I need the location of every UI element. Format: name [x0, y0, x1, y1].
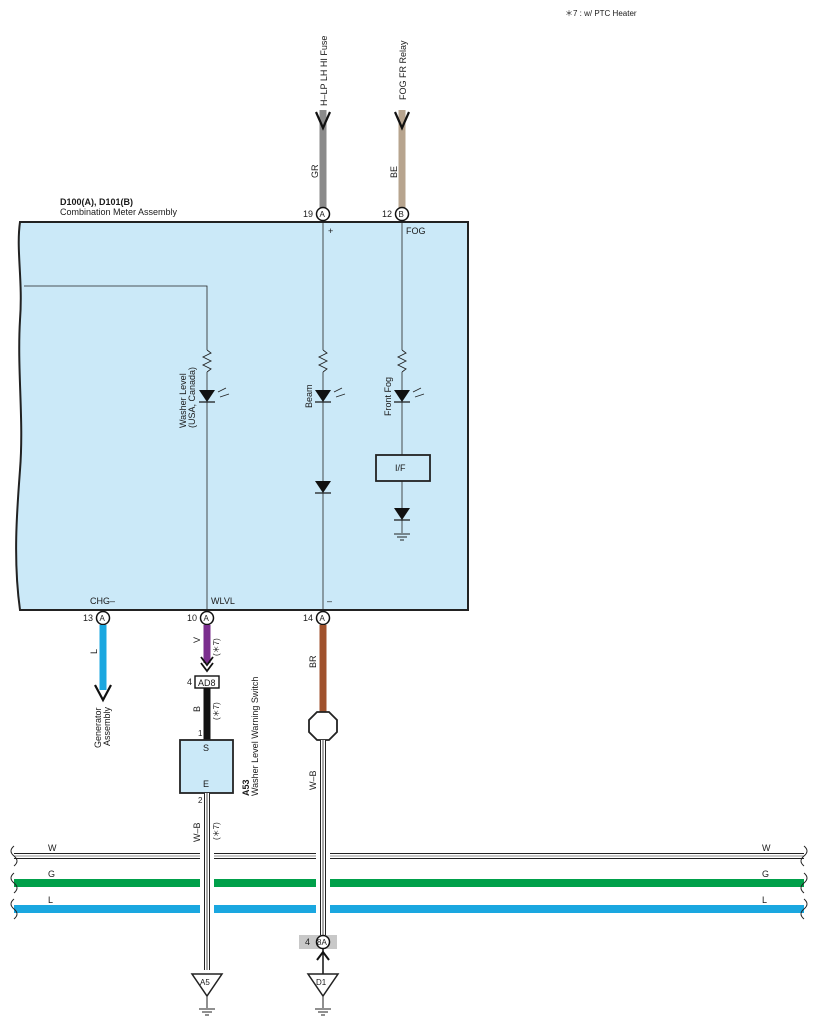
pin-14-connector[interactable]: [315, 610, 331, 626]
fog-diode: [394, 508, 410, 520]
ptc-note: ＊7 : w/ PTC Heater: [565, 9, 637, 18]
v-chevron-2-icon: [200, 662, 214, 673]
switch-pin-e: E: [203, 779, 209, 789]
star7-label-2: (＊7): [212, 702, 221, 720]
beam-diode: [315, 481, 331, 493]
ground-d1-icon: [314, 1008, 332, 1016]
hlp-arrow-icon: [314, 111, 332, 131]
pin-14-conn-letter: A: [320, 614, 326, 623]
if-box-label: I/F: [395, 463, 406, 473]
br-wire-label: BR: [308, 655, 318, 668]
combination-meter-body: [15, 221, 469, 611]
bus-g-label-right: G: [762, 869, 769, 879]
ground-d1[interactable]: [306, 973, 340, 998]
fog-relay-arrow-icon: [393, 111, 411, 131]
minus-pin-name: –: [327, 596, 332, 606]
pin-12-connector[interactable]: [394, 206, 410, 222]
switch-pin-s: S: [203, 743, 209, 753]
pin-19-number: 19: [303, 209, 313, 219]
b-wire-label: B: [192, 706, 202, 712]
ground-d1-label: D1: [316, 978, 327, 987]
bus-w-label-right: W: [762, 843, 771, 853]
bus-l-label-left: L: [48, 895, 53, 905]
bus-l-label-right: L: [762, 895, 767, 905]
pin-19-conn-letter: A: [320, 210, 326, 219]
if-box: [375, 454, 431, 482]
junction-pin: 4: [187, 677, 192, 687]
connector-8a[interactable]: [315, 934, 331, 950]
meter-connectors: D100(A), D101(B): [60, 197, 133, 207]
pin-19-connector[interactable]: [315, 206, 331, 222]
ground-a5[interactable]: [190, 973, 224, 998]
ground-wb-label: W–B: [308, 770, 318, 790]
bus-break-left-icons: [10, 845, 18, 920]
wlvl-pin-name: WLVL: [211, 596, 235, 606]
switch-pin-2: 2: [198, 796, 203, 805]
ad8-label: AD8: [198, 678, 216, 688]
pin-12-number: 12: [382, 209, 392, 219]
fog-led-rays: [412, 387, 425, 398]
pin-14-number: 14: [303, 613, 313, 623]
splice-point: [308, 711, 338, 741]
fog-resistor: [396, 349, 408, 373]
washer-led-rays: [217, 387, 230, 398]
pin-12-conn-letter: B: [399, 210, 404, 219]
washer-level-switch[interactable]: [179, 739, 234, 794]
star7-label-1: (＊7): [212, 638, 221, 656]
switch-id: A53: [241, 779, 251, 796]
generator-arrow-icon: [94, 684, 112, 703]
bus-break-right-icons: [800, 845, 808, 920]
gr-wire-label: GR: [310, 164, 320, 178]
be-wire-label: BE: [389, 166, 399, 178]
hlp-fuse-label: H–LP LH HI Fuse: [319, 36, 329, 106]
beam-led-rays: [333, 387, 346, 398]
washer-level-label: Washer Level: [178, 373, 188, 428]
bus-g-label-left: G: [48, 869, 55, 879]
generator-label-line2: Assembly: [102, 706, 112, 746]
bus-crossings: [200, 850, 330, 916]
v-wire-label: V: [192, 637, 202, 643]
fog-relay-label: FOG FR Relay: [398, 40, 408, 100]
pin-10-connector[interactable]: [199, 610, 215, 626]
switch-pin-1: 1: [198, 729, 203, 738]
pin-13-connector[interactable]: [95, 610, 111, 626]
fog-led: [394, 390, 410, 402]
washer-resistor: [201, 349, 213, 373]
beam-pin-name: +: [328, 226, 333, 236]
switch-wb-label: W–B: [192, 822, 202, 842]
v-chevron-1-icon: [200, 656, 214, 667]
beam-resistor: [317, 349, 329, 373]
l-wire-label: L: [89, 649, 99, 654]
pin-13-conn-letter: A: [100, 614, 106, 623]
bus-w-label-left: W: [48, 843, 57, 853]
washer-internal-wire: [24, 285, 208, 350]
pin-10-conn-letter: A: [204, 614, 210, 623]
pin-10-number: 10: [187, 613, 197, 623]
fog-pin-name: FOG: [406, 226, 426, 236]
switch-name: Washer Level Warning Switch: [250, 677, 260, 796]
chg-pin-name: CHG–: [90, 596, 115, 606]
connector-8a-pin: 4: [305, 937, 310, 947]
washer-level-sub: (USA, Canada): [187, 367, 197, 428]
washer-led: [199, 390, 215, 402]
pin-13-number: 13: [83, 613, 93, 623]
beam-led: [315, 390, 331, 402]
generator-label-line1: Generator: [93, 707, 103, 748]
beam-label: Beam: [304, 384, 314, 408]
connector-8a-label: 8A: [317, 938, 327, 947]
meter-name: Combination Meter Assembly: [60, 207, 178, 217]
star7-label-3: (＊7): [212, 822, 221, 840]
ground-a5-icon: [198, 1008, 216, 1016]
ground-a5-label: A5: [200, 978, 210, 987]
front-fog-label: Front Fog: [383, 377, 393, 416]
